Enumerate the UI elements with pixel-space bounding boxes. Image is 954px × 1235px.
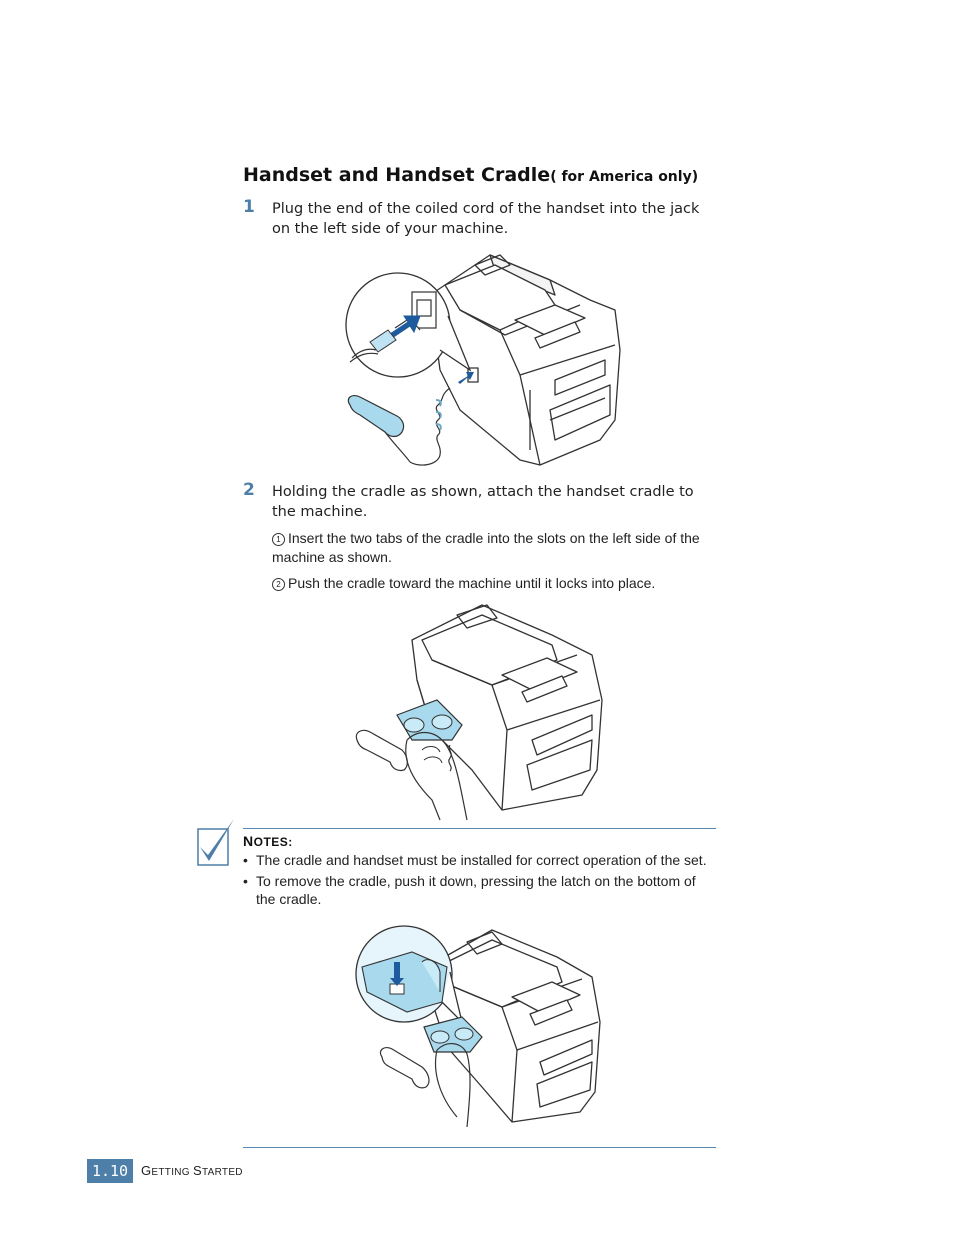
subitem-2-text: Push the cradle toward the machine until… [288, 575, 656, 591]
page-number: 1.10 [87, 1159, 133, 1183]
step-1-text: Plug the end of the coiled cord of the h… [272, 201, 700, 237]
footer-divider [243, 1147, 716, 1148]
notes-divider-top [243, 828, 716, 829]
subitem-1-marker: 1 [272, 533, 285, 546]
figure-plug-handset-cord [345, 254, 621, 466]
note-item-1: •The cradle and handset must be installe… [243, 852, 707, 868]
step-2-text: Holding the cradle as shown, attach the … [272, 484, 694, 520]
subitem-1-text: Insert the two tabs of the cradle into t… [272, 530, 700, 565]
step-2-number: 2 [243, 480, 255, 500]
figure-remove-cradle [355, 925, 601, 1128]
section-title-main: Handset and Handset Cradle [243, 164, 551, 186]
checkmark-note-icon [197, 819, 234, 866]
section-title: Handset and Handset Cradle( for America … [243, 164, 698, 186]
notes-title: NOTES: [243, 833, 293, 849]
subitem-2-marker: 2 [272, 578, 285, 591]
section-title-suffix: ( for America only) [550, 169, 699, 185]
step-1-number: 1 [243, 197, 255, 217]
note-item-2: •To remove the cradle, push it down, pre… [243, 873, 696, 907]
figure-attach-cradle [355, 604, 603, 821]
footer-section-title: GETTING STARTED [141, 1163, 243, 1178]
